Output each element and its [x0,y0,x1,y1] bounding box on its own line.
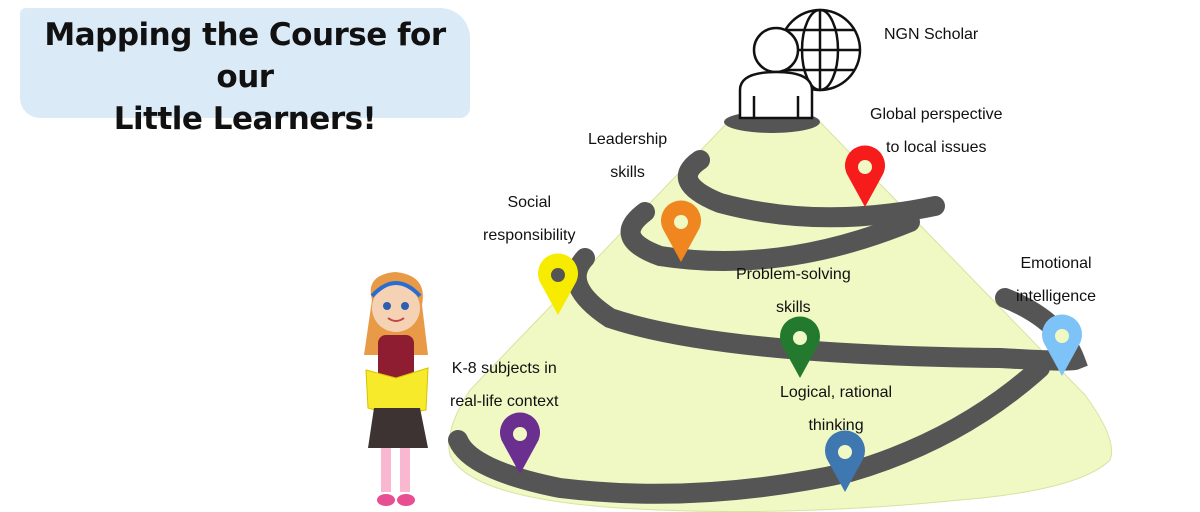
label-line: to local issues [886,139,987,156]
girl-reading-illustration [364,272,429,506]
label-line: Logical, rational [780,384,893,401]
label-line: skills [610,164,645,181]
map-pin-icon [500,412,540,474]
map-pin-icon [661,200,701,262]
map-pin-hole [858,160,872,174]
milestone-label-leadership: Leadership skills [588,123,667,189]
map-pin-hole [513,427,527,441]
map-pin-icon [779,316,820,378]
label-line: thinking [808,417,864,434]
milestone-label-k8: K-8 subjects in real-life context [450,352,559,418]
spiral-road [448,111,1088,504]
map-pin-icon [825,430,865,492]
map-pin-hole [838,445,852,459]
title-banner [20,8,470,118]
map-pin-icon [1042,314,1082,376]
label-line: K-8 subjects in [451,360,557,377]
scholar-person-icon [738,26,814,120]
title-line-2: Little Learners! [113,101,377,137]
map-pin-hole [551,268,565,282]
label-line: intelligence [1016,288,1097,305]
label-line: Emotional [1020,255,1092,272]
scholar-globe-icon [778,8,862,92]
map-pin-icon [538,253,579,315]
label-line: Leadership [588,131,668,148]
milestone-label-emotional: Emotional intelligence [1016,247,1096,313]
label-line: Problem-solving [736,266,851,283]
milestone-label-global: Global perspective to local issues [870,98,1003,164]
label-line: skills [776,299,811,316]
milestone-label-logical: Logical, rational thinking [780,376,892,442]
page-title: Mapping the Course for our Little Learne… [20,14,470,140]
label-line: Global perspective [870,106,1003,123]
map-pin-hole [674,215,688,229]
map-pin-icon [845,145,885,207]
label-line: Social [507,194,552,211]
map-pin-hole [793,331,807,345]
ngn-scholar-label: NGN Scholar [884,26,979,43]
milestone-label-problem-solving: Problem-solving skills [736,258,851,324]
milestone-label-social: Social responsibility [483,186,575,252]
title-line-1: Mapping the Course for our [44,17,446,95]
mountain [448,114,1113,512]
label-line: responsibility [483,227,576,244]
label-line: real-life context [450,393,559,410]
map-pin-hole [1055,329,1069,343]
